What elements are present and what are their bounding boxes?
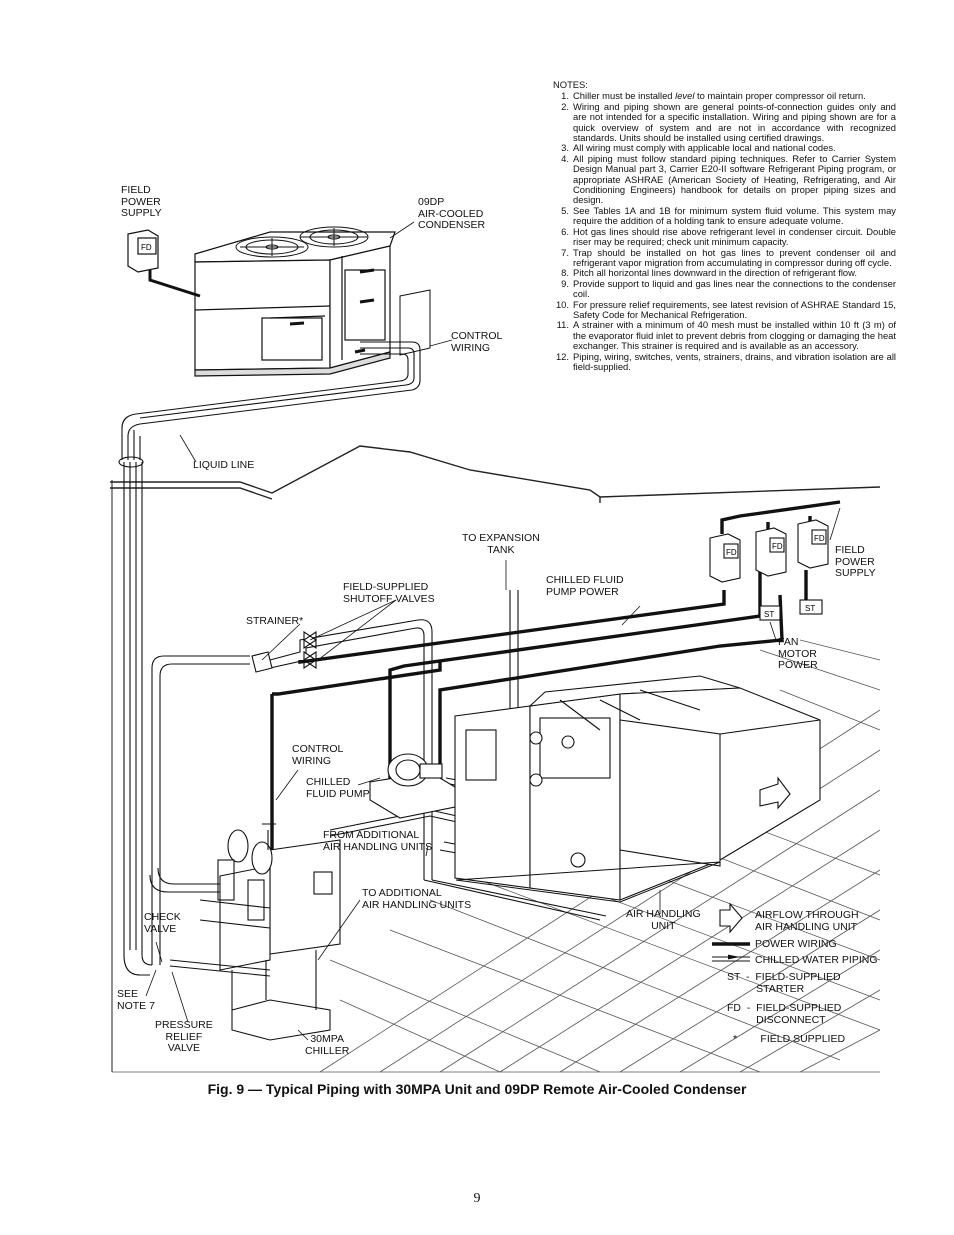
note-item: 8.Pitch all horizontal lines downward in… (561, 267, 858, 279)
legend-chilled-water-piping: CHILLED WATER PIPING (755, 954, 878, 966)
label-to-additional-ahu: TO ADDITIONAL AIR HANDLING UNITS (362, 887, 472, 911)
top-disconnect-box (127, 229, 159, 273)
riser-pipes (123, 462, 153, 976)
fd-label-1: FD (726, 548, 737, 557)
note-item: 3.All wiring must comply with applicable… (561, 142, 836, 154)
note-item: 6.Hot gas lines should rise above refrig… (561, 225, 896, 248)
label-field-power-supply-right: FIELD POWER SUPPLY (835, 544, 876, 579)
label-pressure-relief-valve: PRESSURE RELIEF VALVE (155, 1019, 213, 1054)
legend-airflow: AIRFLOW THROUGH AIR HANDLING UNIT (755, 909, 859, 933)
label-field-power-supply-top: FIELD POWER SUPPLY (121, 184, 162, 219)
note-item: 4.All piping must follow standard piping… (561, 152, 896, 206)
top-power-wire (148, 270, 201, 298)
chilled-fluid-pump (369, 753, 461, 819)
label-from-additional-ahu: FROM ADDITIONAL AIR HANDLING UNITS (323, 829, 433, 853)
label-check-valve: CHECK VALVE (144, 911, 181, 935)
label-see-note-7: SEE NOTE 7 (117, 988, 155, 1012)
legend-fd: FD - FIELD-SUPPLIED DISCONNECT (727, 1002, 842, 1026)
label-fan-motor-power: FAN MOTOR POWER (778, 636, 818, 671)
roof-line (110, 445, 881, 503)
label-control-wiring-mid: CONTROL WIRING (292, 743, 344, 767)
figure-caption: Fig. 9 — Typical Piping with 30MPA Unit … (207, 1081, 747, 1097)
legend-st: ST - FIELD-SUPPLIED STARTER (727, 971, 841, 995)
label-strainer: STRAINER* (246, 615, 304, 627)
label-air-handling-unit: AIR HANDLING UNIT (626, 908, 701, 932)
note-item: 9.Provide support to liquid and gas line… (561, 277, 896, 300)
label-to-expansion-tank: TO EXPANSION TANK (462, 532, 540, 556)
top-disconnect-fd: FD (141, 243, 152, 252)
notes-block: NOTES: 1.Chiller must be installed level… (553, 79, 896, 372)
st-label-1: ST (764, 610, 774, 619)
label-liquid-line: LIQUID LINE (193, 459, 255, 471)
liquid-line-pipe (118, 341, 421, 468)
label-chilled-fluid-pump-power: CHILLED FLUID PUMP POWER (546, 574, 624, 598)
starter-boxes (759, 599, 823, 621)
note-item: 2.Wiring and piping shown are general po… (561, 100, 896, 144)
note-item: 11.A strainer with a minimum of 40 mesh … (556, 319, 896, 352)
chiller-unit (169, 823, 341, 1041)
label-chilled-fluid-pump: CHILLED FLUID PUMP (306, 776, 370, 800)
note-item: 12.Piping, wiring, switches, vents, stra… (555, 350, 896, 372)
note-item: 1.Chiller must be installed level to mai… (561, 90, 866, 102)
legend-airflow-arrow-icon (719, 902, 743, 934)
note-item: 10.For pressure relief requirements, see… (555, 298, 896, 320)
notes-list: 1.Chiller must be installed level to mai… (553, 90, 896, 372)
parapet-wall (399, 289, 431, 356)
fd-label-3: FD (814, 534, 825, 543)
label-field-supplied-shutoff-valves: FIELD-SUPPLIED SHUTOFF VALVES (343, 581, 435, 605)
legend-power-wiring: POWER WIRING (755, 938, 837, 950)
label-chiller: 30MPA CHILLER (305, 1033, 350, 1057)
fd-label-2: FD (772, 542, 783, 551)
label-control-wiring-top: CONTROL WIRING (451, 330, 503, 354)
ahu-frame-lower (455, 861, 721, 903)
condenser-fans (235, 226, 369, 258)
piping-diagram: FD (110, 221, 881, 1073)
legend-star: * FIELD SUPPLIED (733, 1033, 846, 1045)
note-item: 5.See Tables 1A and 1B for minimum syste… (561, 204, 896, 227)
label-condenser: 09DP AIR-COOLED CONDENSER (418, 196, 486, 231)
st-label-2: ST (805, 604, 815, 613)
right-disconnect-boxes (709, 519, 829, 583)
air-handling-unit (454, 675, 821, 901)
legend-symbols (712, 902, 750, 962)
note-item: 7.Trap should be installed on hot gas li… (561, 246, 896, 268)
page-number: 9 (473, 1191, 481, 1206)
notes-heading: NOTES: (553, 79, 588, 90)
leader-lines (145, 221, 841, 1041)
